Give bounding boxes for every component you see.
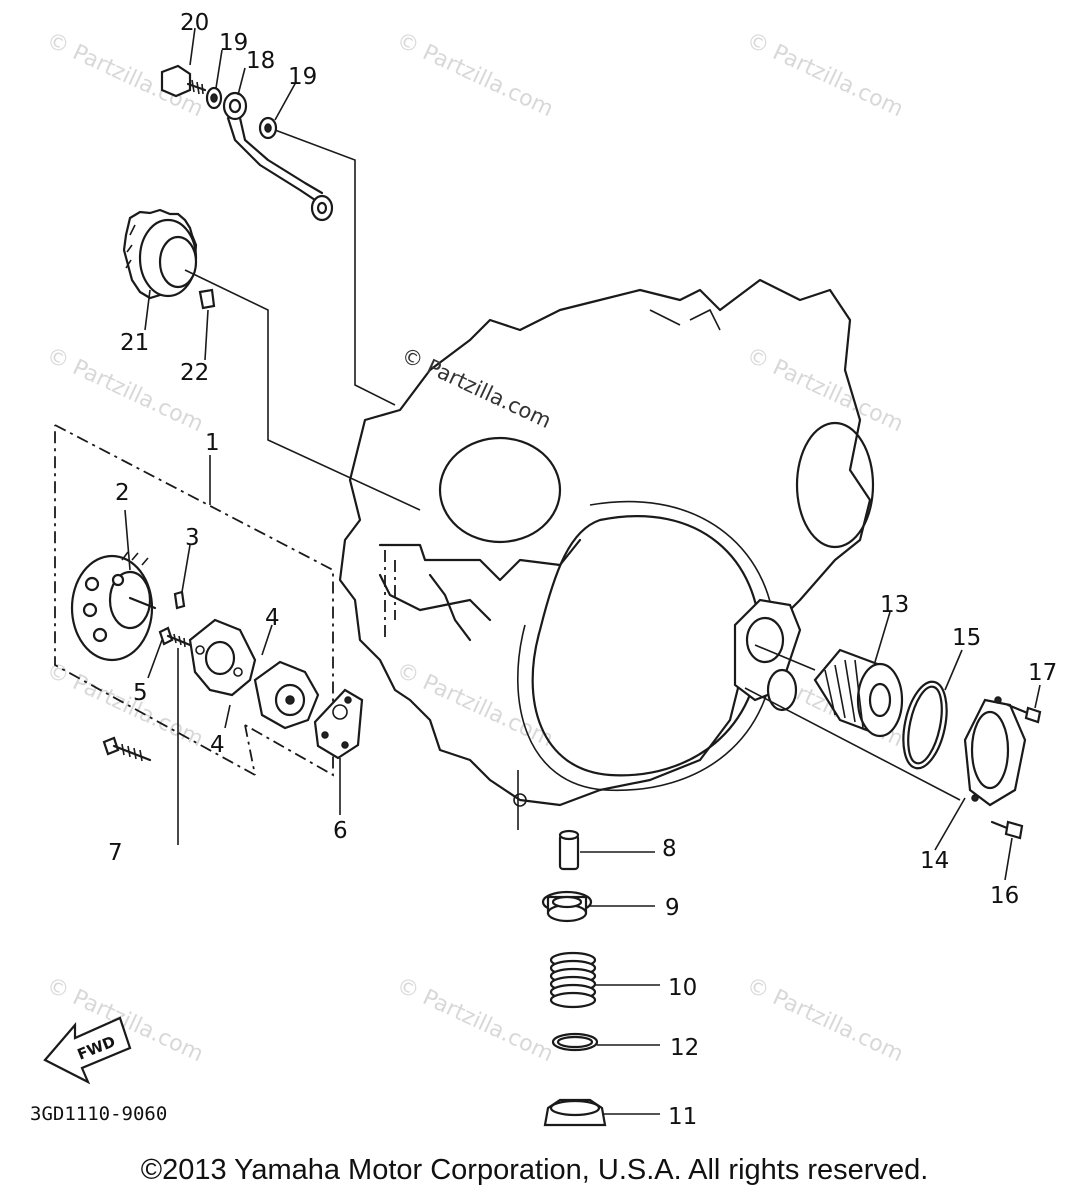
- gear-21: [122, 208, 421, 511]
- washer-19-upper: [205, 86, 223, 110]
- label-4: 4: [265, 605, 280, 631]
- label-21: 21: [120, 330, 149, 356]
- watermark: © Partzilla.com: [392, 28, 556, 122]
- label-11: 11: [668, 1104, 697, 1130]
- label-18: 18: [246, 48, 275, 74]
- watermark: © Partzilla.com: [392, 973, 556, 1067]
- filter-element-13: [813, 648, 904, 738]
- watermark: © Partzilla.com: [742, 973, 906, 1067]
- center-watermark: © Partzilla.com: [398, 343, 555, 433]
- leader-lines: [124, 27, 1041, 881]
- label-20: 20: [180, 10, 209, 36]
- washer-19-lower: [258, 116, 278, 140]
- bolt-20: [160, 64, 207, 98]
- watermark: © Partzilla.com: [742, 343, 906, 437]
- plug-9: [541, 890, 593, 923]
- label-2: 2: [115, 480, 130, 506]
- drawing-code: 3GD1110-9060: [30, 1103, 167, 1125]
- o-ring-12: [551, 1032, 599, 1052]
- watermarks: © Partzilla.com © Partzilla.com © Partzi…: [42, 28, 906, 1067]
- label-10: 10: [668, 975, 697, 1001]
- label-22: 22: [180, 360, 209, 386]
- label-6: 6: [333, 818, 348, 844]
- screw-7: [102, 736, 152, 762]
- pipe-8: [558, 829, 580, 871]
- watermark: © Partzilla.com: [42, 343, 206, 437]
- oil-pipe-18: [222, 91, 334, 222]
- screw-5: [158, 626, 192, 648]
- label-1: 1: [205, 430, 220, 456]
- pump-gear-2: [70, 551, 157, 662]
- label-19: 19: [219, 30, 248, 56]
- label-12: 12: [670, 1035, 699, 1061]
- key-22: [198, 288, 216, 310]
- label-5: 5: [133, 680, 148, 706]
- pin-3: [173, 590, 186, 610]
- label-8: 8: [662, 836, 677, 862]
- label-9: 9: [665, 895, 680, 921]
- label-14: 14: [920, 848, 949, 874]
- oil-pipe-assembly: [160, 64, 396, 406]
- part-labels: 20 19 18 19 21 22 1 2 3 4 5 4 6 7 8 9 10…: [108, 10, 1057, 1130]
- oil-filter-group: [733, 598, 1042, 840]
- fwd-arrow-icon: FWD: [43, 1016, 132, 1085]
- o-ring-15: [902, 680, 948, 770]
- copyright-notice: ©2013 Yamaha Motor Corporation, U.S.A. A…: [140, 1154, 929, 1186]
- spring-10: [549, 951, 597, 1009]
- oil-pump-assembly-1: [54, 424, 364, 845]
- strainer-stack: [517, 770, 660, 1127]
- crankcase: [338, 278, 875, 807]
- label-16: 16: [990, 883, 1019, 909]
- pump-housing: [188, 618, 257, 697]
- label-15: 15: [952, 625, 981, 651]
- pump-cover-6: [313, 688, 364, 760]
- label-13: 13: [880, 592, 909, 618]
- label-3: 3: [185, 525, 200, 551]
- bolt-17: [1006, 703, 1042, 724]
- label-19: 19: [288, 64, 317, 90]
- bolt-16: [990, 820, 1024, 840]
- label-17: 17: [1028, 660, 1057, 686]
- filter-cover-14: [963, 696, 1027, 807]
- watermark: © Partzilla.com: [742, 28, 906, 122]
- label-4: 4: [210, 732, 225, 758]
- label-7: 7: [108, 840, 123, 866]
- watermark: © Partzilla.com: [42, 658, 206, 752]
- rotor-4: [253, 660, 320, 730]
- drain-plug-11: [543, 1098, 607, 1127]
